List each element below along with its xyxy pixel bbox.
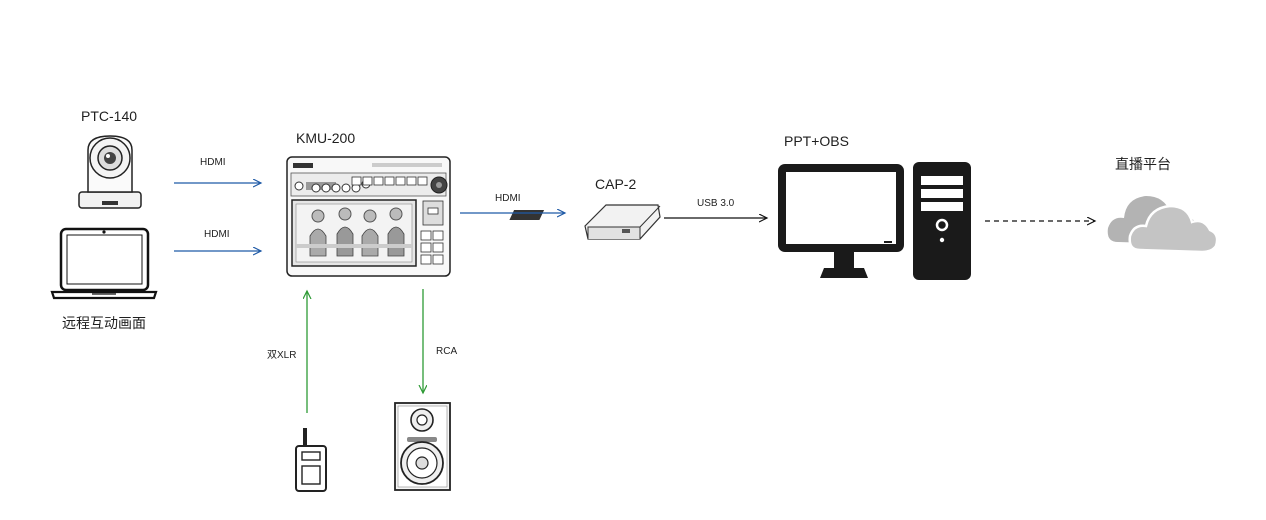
desktop-computer-icon [778, 162, 971, 280]
link-label-camera: HDMI [200, 157, 226, 168]
laptop-caption: 远程互动画面 [62, 315, 146, 331]
video-switcher-icon [286, 156, 451, 277]
speaker-icon [394, 402, 451, 491]
link-label-rca: RCA [436, 346, 458, 357]
link-label-laptop: HDMI [204, 229, 230, 240]
wireless-mic-icon [295, 428, 327, 492]
capture-box-icon [509, 204, 661, 240]
link-label-xlr: 双XLR [267, 350, 297, 361]
laptop-icon [50, 227, 158, 300]
ptz-camera-icon [78, 135, 142, 209]
link-label-usb: USB 3.0 [697, 198, 735, 209]
cloud-icon [1107, 196, 1219, 254]
camera-label: PTC-140 [81, 108, 138, 124]
cloud-label: 直播平台 [1115, 156, 1171, 172]
capture-label: CAP-2 [595, 176, 637, 192]
switcher-label: KMU-200 [296, 130, 356, 146]
link-label-switcher-capture: HDMI [495, 193, 521, 204]
pc-label: PPT+OBS [784, 133, 849, 149]
